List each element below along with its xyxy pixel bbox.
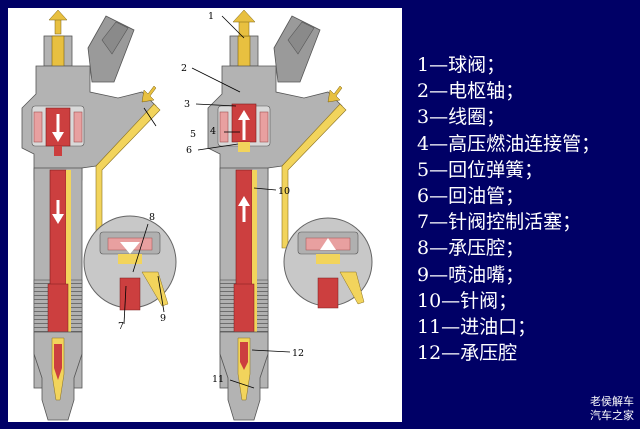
callout-9: 9 [160, 313, 166, 324]
legend-item: 12—承压腔 [417, 342, 518, 365]
callout-numbers: 1 2 3 4 5 6 7 8 9 10 11 12 [118, 11, 304, 385]
callout-6: 6 [186, 145, 192, 156]
watermark-line-2: 汽车之家 [590, 409, 634, 422]
legend-item: 7—针阀控制活塞； [417, 211, 582, 234]
legend-item: 6—回油管； [417, 185, 525, 208]
callout-12: 12 [292, 348, 304, 359]
legend-item: 9—喷油嘴； [417, 263, 525, 286]
callout-7: 7 [118, 321, 124, 332]
leader-lines [143, 15, 291, 389]
legend-item: 3—线圈； [417, 106, 506, 129]
legend-item: 11—进油口； [417, 316, 537, 339]
callout-10: 10 [278, 186, 290, 197]
callout-2: 2 [181, 63, 187, 74]
watermark-line-1: 老侯解车 [590, 395, 634, 408]
component-legend: 1—球阀； 2—电枢轴； 3—线圈； 4—高压燃油连接管； 5—回位弹簧； 6—… [417, 52, 600, 366]
legend-item: 5—回位弹簧； [417, 158, 544, 181]
diagram-panel: 1 2 3 4 5 6 7 8 9 10 11 12 [8, 8, 402, 422]
legend-item: 10—针阀； [417, 289, 518, 312]
watermark: 老侯解车 汽车之家 [590, 395, 634, 423]
callout-3: 3 [184, 99, 190, 110]
callout-1: 1 [208, 11, 214, 22]
detail-magnifier-left [83, 215, 177, 325]
legend-item: 2—电枢轴； [417, 80, 525, 103]
legend-item: 4—高压燃油连接管； [417, 132, 601, 155]
callout-11: 11 [212, 374, 224, 385]
callout-8: 8 [149, 212, 155, 223]
coil-left [33, 111, 43, 143]
legend-item: 8—承压腔； [417, 237, 525, 260]
callout-5: 5 [190, 129, 196, 140]
detail-magnifier-right [283, 217, 373, 309]
callout-4: 4 [210, 126, 216, 137]
legend-item: 1—球阀； [417, 54, 506, 76]
injector-right [207, 9, 347, 421]
injector-left [21, 9, 161, 421]
injector-diagram: 1 2 3 4 5 6 7 8 9 10 11 12 [21, 9, 373, 421]
